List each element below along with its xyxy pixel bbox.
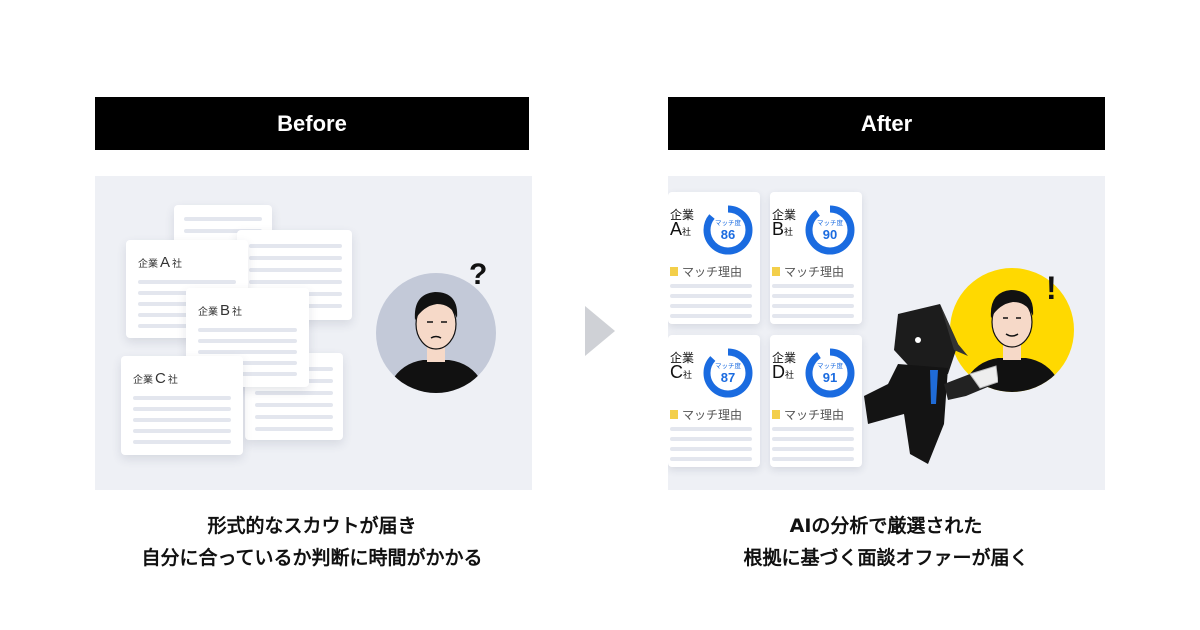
- after-header: After: [668, 97, 1105, 150]
- score-label: マッチ度: [817, 218, 844, 227]
- match-score-donut: マッチ度 86: [703, 205, 753, 255]
- score-label: マッチ度: [715, 218, 742, 227]
- match-reason: マッチ理由: [772, 263, 844, 280]
- before-caption: 形式的なスカウトが届き自分に合っているか判断に時間がかかる: [141, 515, 483, 569]
- score-label: マッチ度: [715, 361, 742, 370]
- arrow-right-icon: [585, 306, 615, 356]
- robot-mascot: [864, 304, 998, 464]
- badge-icon: [772, 410, 780, 419]
- badge-icon: [670, 410, 678, 419]
- match-score-donut: マッチ度 87: [703, 348, 753, 398]
- after-caption: AIの分析で厳選された根拠に基づく面談オファーが届く: [743, 515, 1029, 569]
- match-score-donut: マッチ度 90: [805, 205, 855, 255]
- question-mark: ?: [469, 258, 488, 291]
- match-reason: マッチ理由: [772, 406, 844, 423]
- match-reason: マッチ理由: [670, 263, 742, 280]
- score-label: マッチ度: [817, 361, 844, 370]
- score-value: 91: [823, 370, 837, 385]
- match-score-donut: マッチ度 91: [805, 348, 855, 398]
- score-value: 90: [823, 227, 837, 242]
- exclamation-mark: !: [1046, 270, 1057, 306]
- badge-icon: [670, 267, 678, 276]
- score-value: 86: [721, 227, 735, 242]
- match-reason: マッチ理由: [670, 406, 742, 423]
- badge-icon: [772, 267, 780, 276]
- score-value: 87: [721, 370, 735, 385]
- confused-person-avatar: [376, 273, 496, 393]
- before-header: Before: [95, 97, 529, 150]
